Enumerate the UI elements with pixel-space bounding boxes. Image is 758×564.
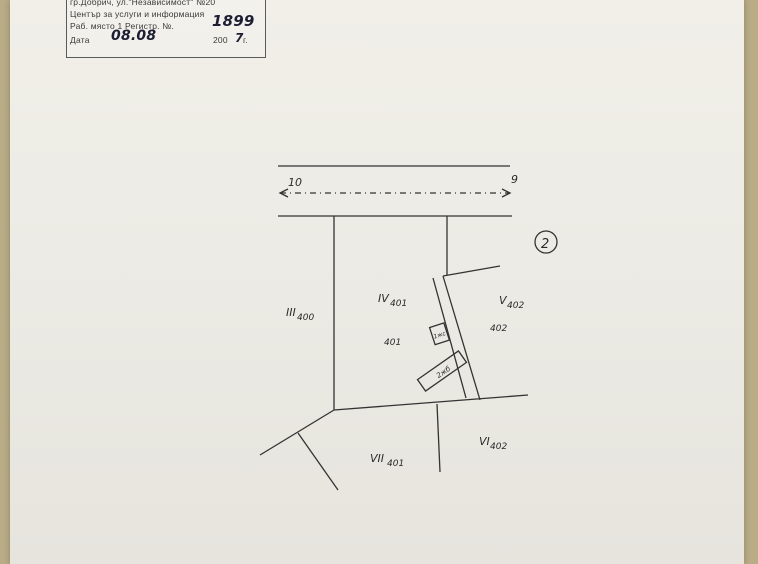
stamp-register-label: Раб. място 1 Регистр. №. — [70, 21, 175, 31]
stamp-address: гр.Добрич, ул."Независимост" №20 — [70, 0, 216, 7]
lot-iv-sub: 401 — [390, 299, 407, 309]
point-label-9: 9 — [511, 173, 518, 186]
boundary-iv-east — [432, 277, 467, 399]
lot-iii-label: III — [286, 306, 296, 319]
lot-v-sub: 402 — [507, 301, 524, 311]
lot-iii-sub: 400 — [297, 313, 314, 323]
stamp-center: Център за услуги и информация — [70, 9, 205, 19]
building-small-label: 1жс — [433, 330, 448, 341]
document-page — [10, 0, 744, 564]
boundary-v-north — [442, 265, 501, 277]
sheet-number-circle — [534, 230, 558, 254]
boundary-iv-v — [442, 275, 481, 401]
stamp-register-number: 1899 — [212, 12, 255, 30]
building-small — [428, 322, 451, 346]
lot-vii-label: VII — [370, 452, 384, 465]
parcel-402-label: 402 — [490, 324, 507, 334]
lot-vi-sub: 402 — [490, 442, 507, 452]
building-long — [416, 350, 468, 392]
stamp-date-label: Дата — [70, 35, 90, 45]
stamp-year-digit: 7 — [235, 31, 244, 45]
boundary-vi-vii — [436, 403, 441, 473]
circled-number: 2 — [541, 237, 549, 252]
arrow-left-icon — [278, 188, 289, 198]
registry-stamp: гр.Добрич, ул."Независимост" №20 Център … — [66, 0, 266, 58]
lot-v-label: V — [499, 294, 508, 307]
parcel-401-label: 401 — [384, 338, 401, 348]
lot-vii-sub: 401 — [387, 459, 404, 469]
boundary-south — [333, 394, 529, 411]
boundary-vii-west — [297, 432, 339, 491]
stamp-date-value: 08.08 — [111, 28, 157, 44]
arrow-right-icon — [501, 188, 512, 198]
point-label-10: 10 — [288, 176, 302, 189]
lot-vi-label: VI — [479, 435, 490, 448]
boundary-sw — [259, 409, 335, 456]
lot-iv-label: IV — [378, 292, 390, 305]
stamp-year-suffix: г. — [243, 35, 248, 45]
stamp-year-prefix: 200 — [213, 35, 228, 45]
